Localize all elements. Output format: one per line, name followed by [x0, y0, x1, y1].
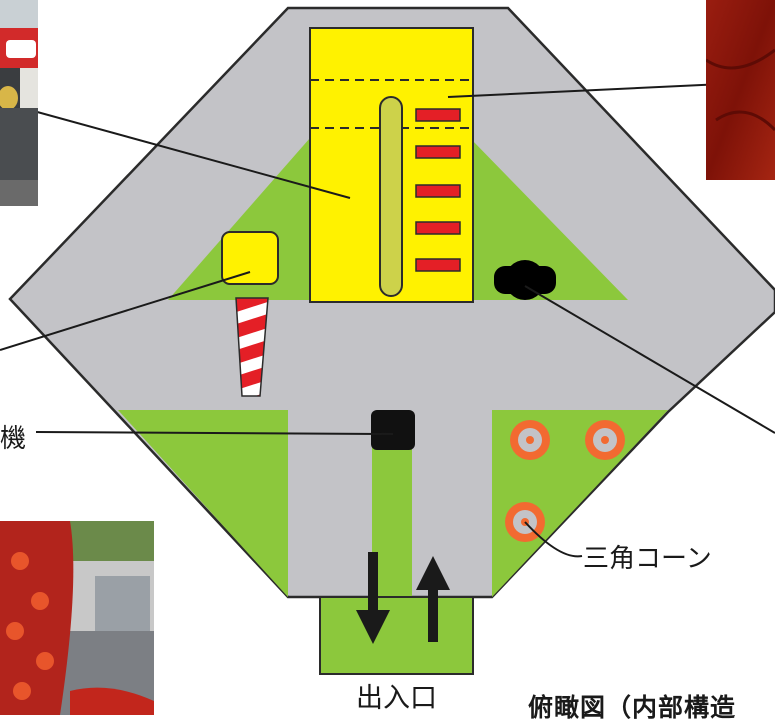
arrow-down-icon [356, 552, 390, 644]
cone-icon [585, 420, 625, 460]
red-step [415, 145, 461, 159]
cone-label: 三角コーン [583, 544, 712, 574]
red-step [415, 184, 461, 198]
red-steps [415, 108, 461, 272]
slide-bar [379, 96, 403, 297]
leader-line [29, 109, 351, 199]
yellow-box [221, 231, 279, 285]
entrance-pad [319, 596, 474, 675]
red-step [415, 258, 461, 272]
leader-line [524, 521, 583, 558]
red-step [415, 221, 461, 235]
arrow-up-icon [416, 556, 450, 642]
photo-inflatable-interior [0, 521, 154, 715]
green-area-bottom-left [118, 410, 288, 597]
entrance-label: 出入口 [356, 683, 437, 714]
red-step [415, 108, 461, 122]
leader-line [0, 271, 251, 351]
green-walkway [372, 428, 412, 597]
cone-icon [510, 420, 550, 460]
photo-red-inflatable [706, 0, 775, 180]
leader-line [524, 285, 775, 434]
machine-label: 機 [0, 424, 27, 454]
leader-line [35, 431, 394, 435]
black-object-icon [494, 260, 556, 300]
photo-inflatable-entrance [0, 0, 38, 206]
blower-machine-icon [371, 410, 415, 450]
diagram-caption: 俯瞰図（内部構造 [528, 693, 737, 722]
